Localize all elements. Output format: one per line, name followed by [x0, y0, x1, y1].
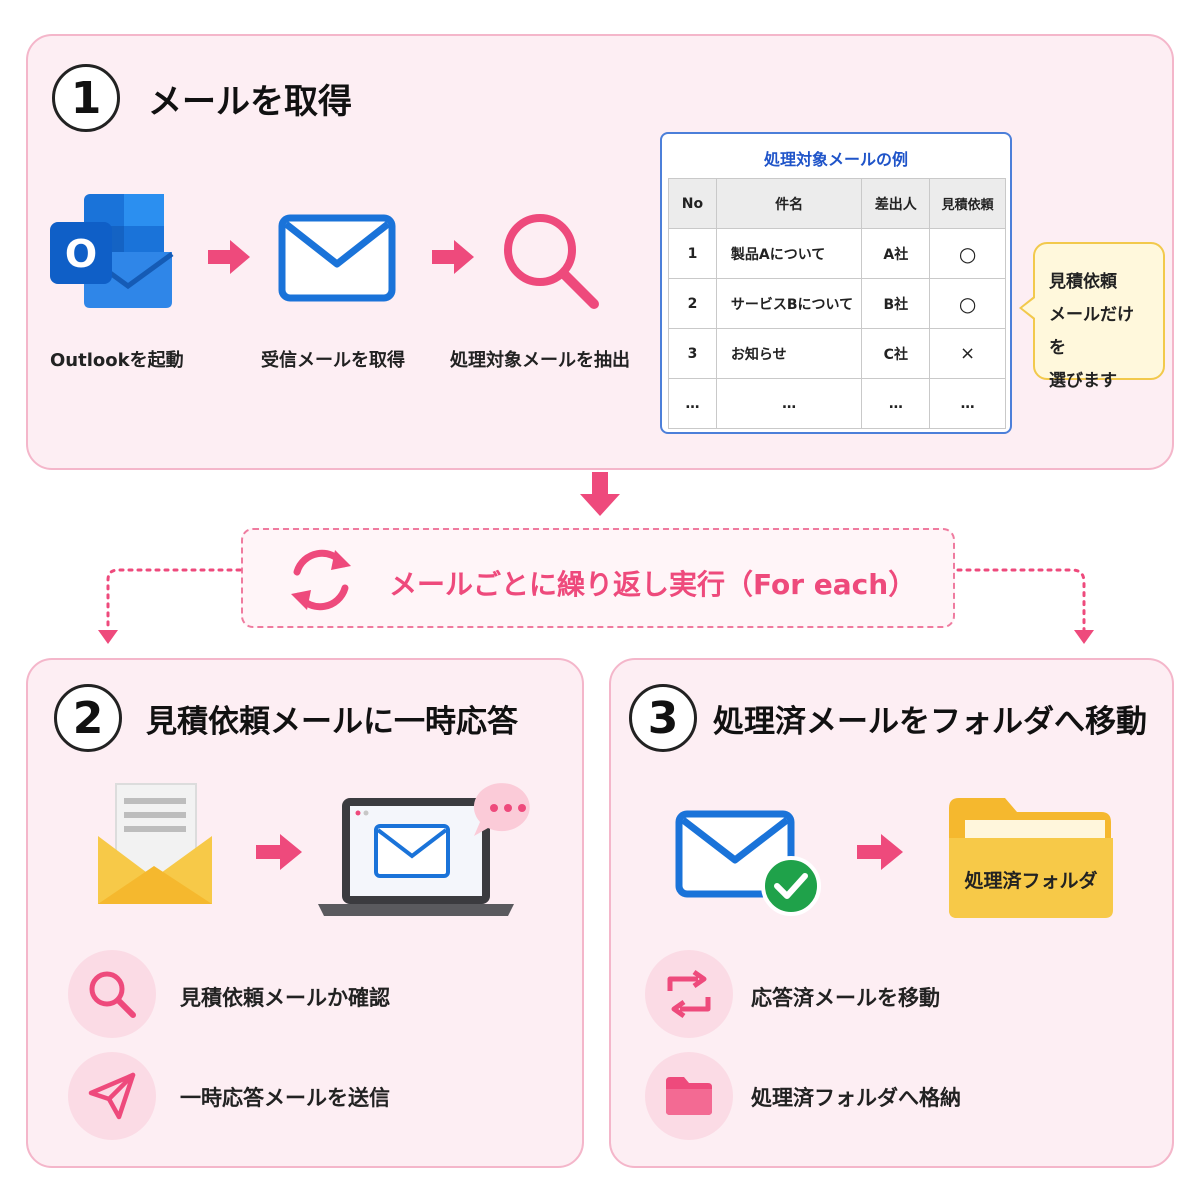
- table-cell: …: [861, 378, 931, 429]
- arrow-right-icon: [208, 240, 250, 274]
- step3-title: 処理済メールをフォルダへ移動: [713, 704, 1147, 740]
- table-cell: 1: [668, 228, 717, 279]
- table-cell: サービスBについて: [715, 278, 863, 329]
- step2-panel: 2 見積依頼メールに一時応答 見積依頼メールか確認: [26, 658, 584, 1168]
- open-envelope-icon: [98, 783, 212, 904]
- folder-label: 処理済フォルダ: [964, 870, 1098, 892]
- list-label-move: 応答済メールを移動: [751, 986, 940, 1010]
- outlook-icon: O: [50, 194, 174, 308]
- example-title: 処理対象メールの例: [763, 150, 908, 169]
- list-item-send: [68, 1052, 156, 1140]
- table-cell: …: [668, 378, 717, 429]
- step1-title: メールを取得: [148, 82, 352, 122]
- table-header: 件名: [715, 178, 863, 229]
- svg-text:O: O: [65, 232, 97, 276]
- arrow-right-icon: [256, 834, 302, 870]
- arrow-right-icon: [857, 834, 903, 870]
- table-row: 1 製品Aについて A社 ○: [668, 228, 1006, 279]
- step2-number: 2: [54, 684, 122, 752]
- loop-label: メールごとに繰り返し実行（For each）: [389, 568, 917, 601]
- table-cell: C社: [861, 328, 931, 379]
- note-line: メールだけを: [1049, 305, 1134, 358]
- list-label-store: 処理済フォルダへ格納: [751, 1086, 961, 1110]
- step3-panel: 3 処理済メールをフォルダへ移動 処理済フォルダ 応答済メールを移動 処理済フォ…: [609, 658, 1174, 1168]
- table-cell: ○: [929, 278, 1006, 329]
- table-cell: ×: [929, 328, 1006, 379]
- table-cell: B社: [861, 278, 931, 329]
- table-cell: …: [929, 378, 1006, 429]
- arrow-right-icon: [432, 240, 474, 274]
- table-cell: ○: [929, 228, 1006, 279]
- step1-panel: 1 メールを取得 O Outlookを起動 受信メールを取得 処理対象メールを抽…: [26, 34, 1174, 470]
- list-item-store: [645, 1052, 733, 1140]
- example-table: No 件名 差出人 見積依頼 1 製品Aについて A社 ○ 2 サービスBについ…: [668, 178, 1006, 429]
- list-label-check: 見積依頼メールか確認: [180, 986, 390, 1010]
- step2-title: 見積依頼メールに一時応答: [146, 704, 518, 740]
- note-line: 見積依頼: [1049, 272, 1117, 292]
- table-cell: 製品Aについて: [715, 228, 863, 279]
- flow-caption-launch: Outlookを起動: [50, 350, 184, 371]
- move-icon: [667, 969, 711, 1019]
- table-header-row: No 件名 差出人 見積依頼: [668, 178, 1006, 229]
- loop-box: メールごとに繰り返し実行（For each）: [241, 528, 955, 628]
- table-cell: A社: [861, 228, 931, 279]
- table-cell: お知らせ: [715, 328, 863, 379]
- step1-number: 1: [52, 64, 120, 132]
- search-icon: [89, 971, 136, 1018]
- list-item-check: [68, 950, 156, 1038]
- step3-number: 3: [629, 684, 697, 752]
- envelope-checked-icon: [675, 810, 821, 916]
- processed-folder-icon: [949, 798, 1113, 918]
- flow-caption-receive: 受信メールを取得: [261, 350, 405, 371]
- flow-caption-extract: 処理対象メールを抽出: [450, 350, 630, 371]
- table-header: 見積依頼: [929, 178, 1006, 229]
- folder-icon: [666, 1077, 712, 1115]
- note-line: 選びます: [1049, 371, 1117, 391]
- table-row: … … … …: [668, 378, 1006, 429]
- magnifier-icon: [504, 214, 599, 309]
- laptop-reply-icon: [318, 783, 530, 916]
- list-item-move: [645, 950, 733, 1038]
- table-header: 差出人: [861, 178, 931, 229]
- arrow-down-icon: [580, 472, 620, 516]
- table-row: 2 サービスBについて B社 ○: [668, 278, 1006, 329]
- table-cell: …: [715, 378, 863, 429]
- envelope-icon: [278, 214, 396, 302]
- table-row: 3 お知らせ C社 ×: [668, 328, 1006, 379]
- repeat-icon: [291, 549, 351, 611]
- loop-branch-connectors: [98, 568, 1094, 644]
- note-bubble-tail-fill: [1022, 298, 1035, 318]
- table-cell: 3: [668, 328, 717, 379]
- table-cell: 2: [668, 278, 717, 329]
- example-table-card: 処理対象メールの例 No 件名 差出人 見積依頼 1 製品Aについて A社 ○ …: [660, 132, 1012, 434]
- table-header: No: [668, 178, 717, 229]
- send-icon: [88, 1072, 136, 1120]
- note-bubble: 見積依頼 メールだけを 選びます: [1033, 242, 1165, 391]
- list-label-send: 一時応答メールを送信: [180, 1086, 390, 1110]
